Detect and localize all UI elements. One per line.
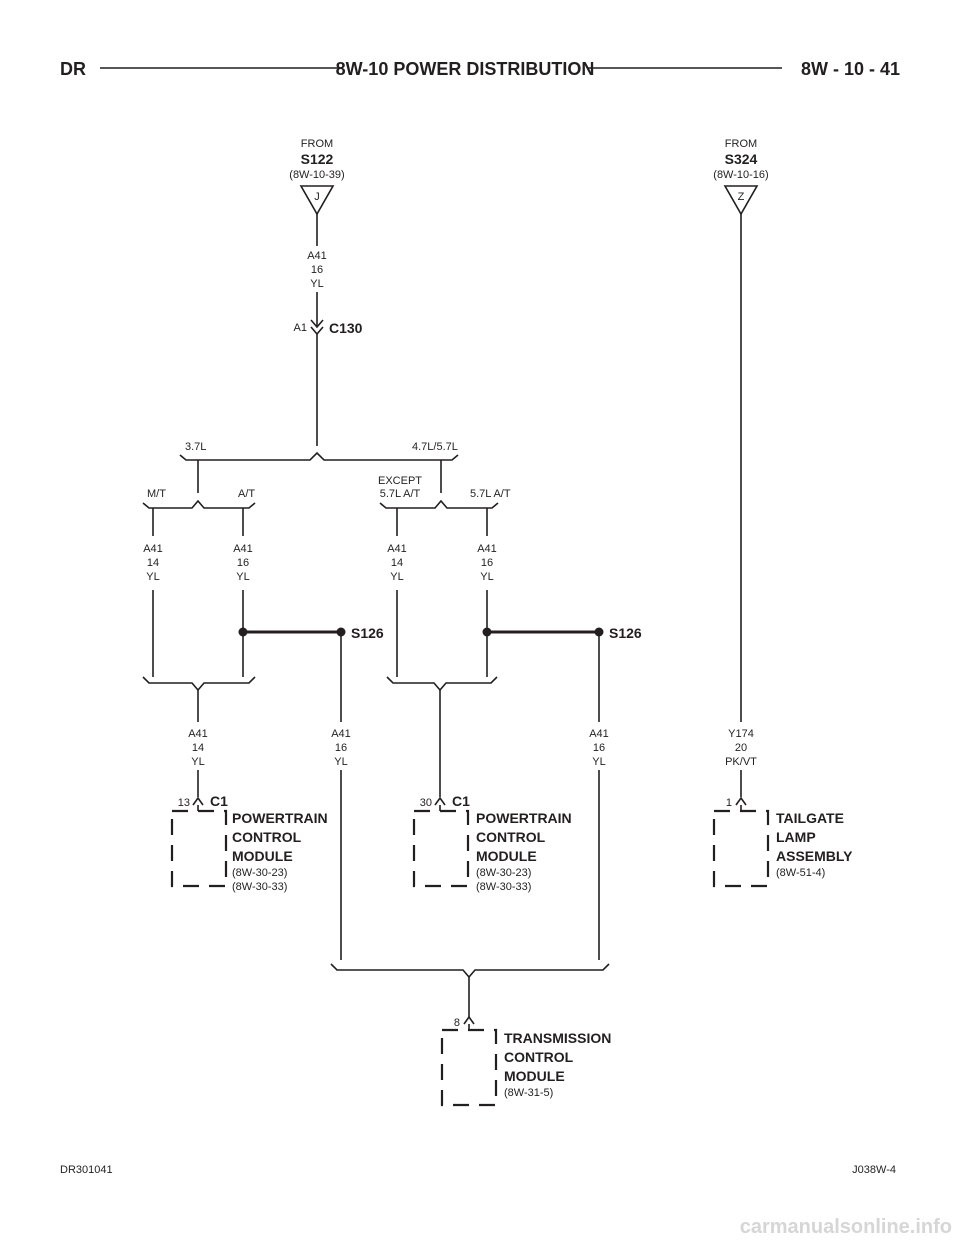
source-splice-s324: S324 bbox=[725, 151, 758, 167]
merge-bar bbox=[330, 963, 610, 979]
source-from-label: FROM bbox=[301, 138, 333, 150]
connector-c1: C1 bbox=[452, 793, 470, 809]
component-box bbox=[170, 809, 228, 888]
wire-circuit: A41 bbox=[387, 543, 407, 555]
connector-pin: A1 bbox=[294, 322, 307, 334]
wire-label-group: A41 14 YL A41 16 YL A41 14 YL A41 16 YL bbox=[143, 543, 497, 583]
component-name: TAILGATE bbox=[776, 810, 844, 826]
component-name: CONTROL bbox=[504, 1049, 574, 1065]
component-box bbox=[412, 809, 470, 888]
wire-gauge: 20 bbox=[735, 742, 747, 754]
component-ref: (8W-31-5) bbox=[504, 1087, 553, 1099]
wire-gauge: 16 bbox=[593, 742, 605, 754]
component-name: TRANSMISSION bbox=[504, 1030, 611, 1046]
option-bar bbox=[179, 451, 459, 461]
watermark: carmanualsonline.info bbox=[740, 1216, 952, 1238]
component-name: CONTROL bbox=[232, 829, 302, 845]
source-triangle bbox=[723, 185, 759, 216]
option-label: A/T bbox=[238, 488, 255, 500]
option-label: 5.7L A/T bbox=[380, 488, 421, 500]
wire-gauge: 16 bbox=[335, 742, 347, 754]
header-page-number: 8W - 10 - 41 bbox=[801, 59, 900, 79]
wire-circuit: A41 bbox=[589, 728, 609, 740]
option-label: 5.7L A/T bbox=[470, 488, 511, 500]
option-label: 3.7L bbox=[185, 441, 206, 453]
component-box bbox=[712, 809, 770, 888]
source-ref: (8W-10-16) bbox=[713, 169, 768, 181]
component-name: MODULE bbox=[504, 1068, 565, 1084]
source-ref: (8W-10-39) bbox=[289, 169, 344, 181]
wire-color: YL bbox=[146, 571, 159, 583]
source-pin: J bbox=[314, 191, 320, 203]
splice-s126: S126 bbox=[609, 625, 642, 641]
connector-symbol bbox=[192, 796, 204, 806]
wire-color: YL bbox=[310, 278, 323, 290]
wire-gauge: 16 bbox=[481, 557, 493, 569]
merge-bar bbox=[142, 676, 256, 692]
source-from-label: FROM bbox=[725, 138, 757, 150]
component-name: CONTROL bbox=[476, 829, 546, 845]
connector-c130: C130 bbox=[329, 320, 363, 336]
component-ref: (8W-51-4) bbox=[776, 867, 825, 879]
connector-symbol bbox=[434, 796, 446, 806]
merge-bar bbox=[386, 676, 498, 692]
component-ref: (8W-30-23) bbox=[232, 867, 287, 879]
wire-gauge: 16 bbox=[237, 557, 249, 569]
wire-circuit: A41 bbox=[188, 728, 208, 740]
component-name: ASSEMBLY bbox=[776, 848, 853, 864]
wire-color: YL bbox=[334, 756, 347, 768]
connector-pin: 8 bbox=[454, 1017, 460, 1029]
option-label: M/T bbox=[147, 488, 166, 500]
connector-symbol bbox=[463, 1015, 475, 1025]
source-splice-s122: S122 bbox=[301, 151, 334, 167]
connector-pin: 30 bbox=[420, 797, 432, 809]
option-bar bbox=[379, 499, 499, 509]
component-ref: (8W-30-23) bbox=[476, 867, 531, 879]
wire-circuit: A41 bbox=[331, 728, 351, 740]
wire-color: YL bbox=[191, 756, 204, 768]
component-name: POWERTRAIN bbox=[232, 810, 328, 826]
footer-right: J038W-4 bbox=[852, 1164, 896, 1176]
component-name: LAMP bbox=[776, 829, 816, 845]
wire-gauge: 16 bbox=[311, 264, 323, 276]
connector-pin: 1 bbox=[726, 797, 732, 809]
option-label: 4.7L/5.7L bbox=[412, 441, 458, 453]
wire-color: YL bbox=[390, 571, 403, 583]
header-left: DR bbox=[60, 59, 86, 79]
wire-circuit: A41 bbox=[307, 250, 327, 262]
wire-gauge: 14 bbox=[391, 557, 403, 569]
footer-left: DR301041 bbox=[60, 1164, 113, 1176]
connector-symbol bbox=[310, 319, 324, 329]
wire-circuit: A41 bbox=[143, 543, 163, 555]
wire-circuit: A41 bbox=[233, 543, 253, 555]
component-ref: (8W-30-33) bbox=[476, 881, 531, 893]
component-ref: (8W-30-33) bbox=[232, 881, 287, 893]
wire-gauge: 14 bbox=[147, 557, 159, 569]
connector-c1: C1 bbox=[210, 793, 228, 809]
connector-symbol bbox=[735, 796, 747, 806]
wire-color: YL bbox=[592, 756, 605, 768]
component-name: POWERTRAIN bbox=[476, 810, 572, 826]
splice-s126: S126 bbox=[351, 625, 384, 641]
wire-color: PK/VT bbox=[725, 756, 757, 768]
wire-circuit: A41 bbox=[477, 543, 497, 555]
source-pin: Z bbox=[738, 191, 745, 203]
header-title: 8W-10 POWER DISTRIBUTION bbox=[336, 59, 595, 79]
component-name: MODULE bbox=[232, 848, 293, 864]
wire-circuit: Y174 bbox=[728, 728, 754, 740]
option-label: EXCEPT bbox=[378, 475, 422, 487]
component-name: MODULE bbox=[476, 848, 537, 864]
connector-pin: 13 bbox=[178, 797, 190, 809]
component-box bbox=[440, 1028, 498, 1107]
wire-color: YL bbox=[236, 571, 249, 583]
source-triangle bbox=[299, 185, 335, 216]
wire-gauge: 14 bbox=[192, 742, 204, 754]
wire-color: YL bbox=[480, 571, 493, 583]
option-bar bbox=[142, 499, 256, 509]
